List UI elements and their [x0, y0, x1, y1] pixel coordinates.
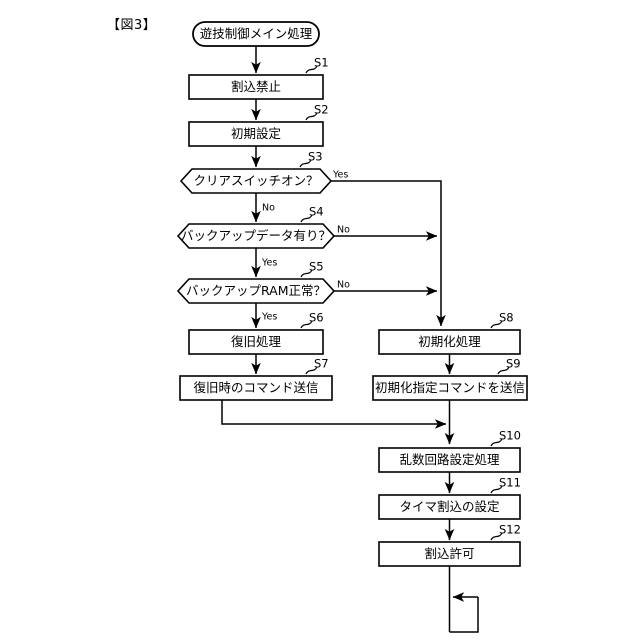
node-s12-label: 割込許可: [424, 546, 474, 561]
leader-s8: [490, 320, 503, 329]
leader-s2: [305, 112, 318, 121]
node-s7: 復旧時のコマンド送信: [179, 375, 333, 401]
node-s11-label: タイマ割込の設定: [399, 499, 499, 514]
step-id-s9: S9: [506, 357, 521, 371]
node-s9-label: 初期化指定コマンドを送信: [375, 380, 525, 395]
step-id-s6: S6: [309, 311, 324, 325]
branch-label-s3-no: No: [262, 203, 275, 214]
branch-label-s4-no: No: [337, 225, 350, 236]
node-s10-label: 乱数回路設定処理: [399, 452, 500, 467]
node-s12: 割込許可: [378, 541, 521, 567]
node-s10: 乱数回路設定処理: [378, 447, 521, 473]
leader-s4: [300, 214, 313, 223]
step-id-s3: S3: [308, 150, 323, 164]
leader-s10: [490, 438, 503, 447]
leader-s9: [497, 366, 510, 375]
branch-label-s5-yes: Yes: [261, 312, 277, 323]
loop-back-path: [449, 597, 479, 633]
branch-label-s5-no: No: [337, 280, 350, 291]
step-id-s1: S1: [314, 56, 329, 70]
node-start: 遊技制御メイン処理: [192, 21, 320, 47]
node-s1-label: 割込禁止: [231, 79, 281, 94]
node-start-label: 遊技制御メイン処理: [200, 26, 313, 41]
leader-s7: [305, 366, 318, 375]
step-id-s5: S5: [309, 260, 324, 274]
edge-s3-yes-to-s8: [331, 180, 446, 327]
node-s11: タイマ割込の設定: [378, 494, 521, 520]
branch-label-s3-yes: Yes: [332, 170, 348, 181]
node-s6: 復旧処理: [188, 329, 324, 355]
edge-s7-to-s10-merge: [221, 400, 447, 429]
node-s6-label: 復旧処理: [231, 334, 282, 349]
node-s3-label: クリアスイッチオン？: [193, 173, 318, 188]
node-s9: 初期化指定コマンドを送信: [372, 375, 528, 401]
step-id-s8: S8: [499, 311, 514, 325]
step-id-s11: S11: [499, 476, 521, 490]
node-s2-label: 初期設定: [231, 126, 281, 141]
node-s5-label: バックアップRAM正常？: [186, 283, 326, 298]
step-id-s12: S12: [499, 523, 521, 537]
leader-s11: [490, 485, 503, 494]
step-id-s7: S7: [314, 357, 329, 371]
step-id-s4: S4: [309, 205, 324, 219]
node-s8-label: 初期化処理: [418, 334, 481, 349]
leader-s1: [305, 65, 318, 74]
leader-s3: [299, 159, 312, 168]
step-id-s2: S2: [314, 103, 329, 117]
node-s1: 割込禁止: [188, 74, 324, 100]
branch-label-s4-yes: Yes: [261, 258, 277, 269]
node-s4-label: バックアップデータ有り？: [181, 228, 331, 243]
node-s5: バックアップRAM正常？: [176, 278, 336, 304]
leader-s6: [300, 320, 313, 329]
figure-number-label: 【図3】: [107, 18, 157, 33]
node-s2: 初期設定: [188, 121, 324, 147]
node-s3: クリアスイッチオン？: [179, 168, 333, 194]
leader-s5: [300, 269, 313, 278]
leader-s12: [490, 532, 503, 541]
node-s7-label: 復旧時のコマンド送信: [193, 380, 318, 395]
node-s8: 初期化処理: [378, 329, 521, 355]
node-s4: バックアップデータ有り？: [176, 223, 336, 249]
step-id-s10: S10: [499, 429, 521, 443]
